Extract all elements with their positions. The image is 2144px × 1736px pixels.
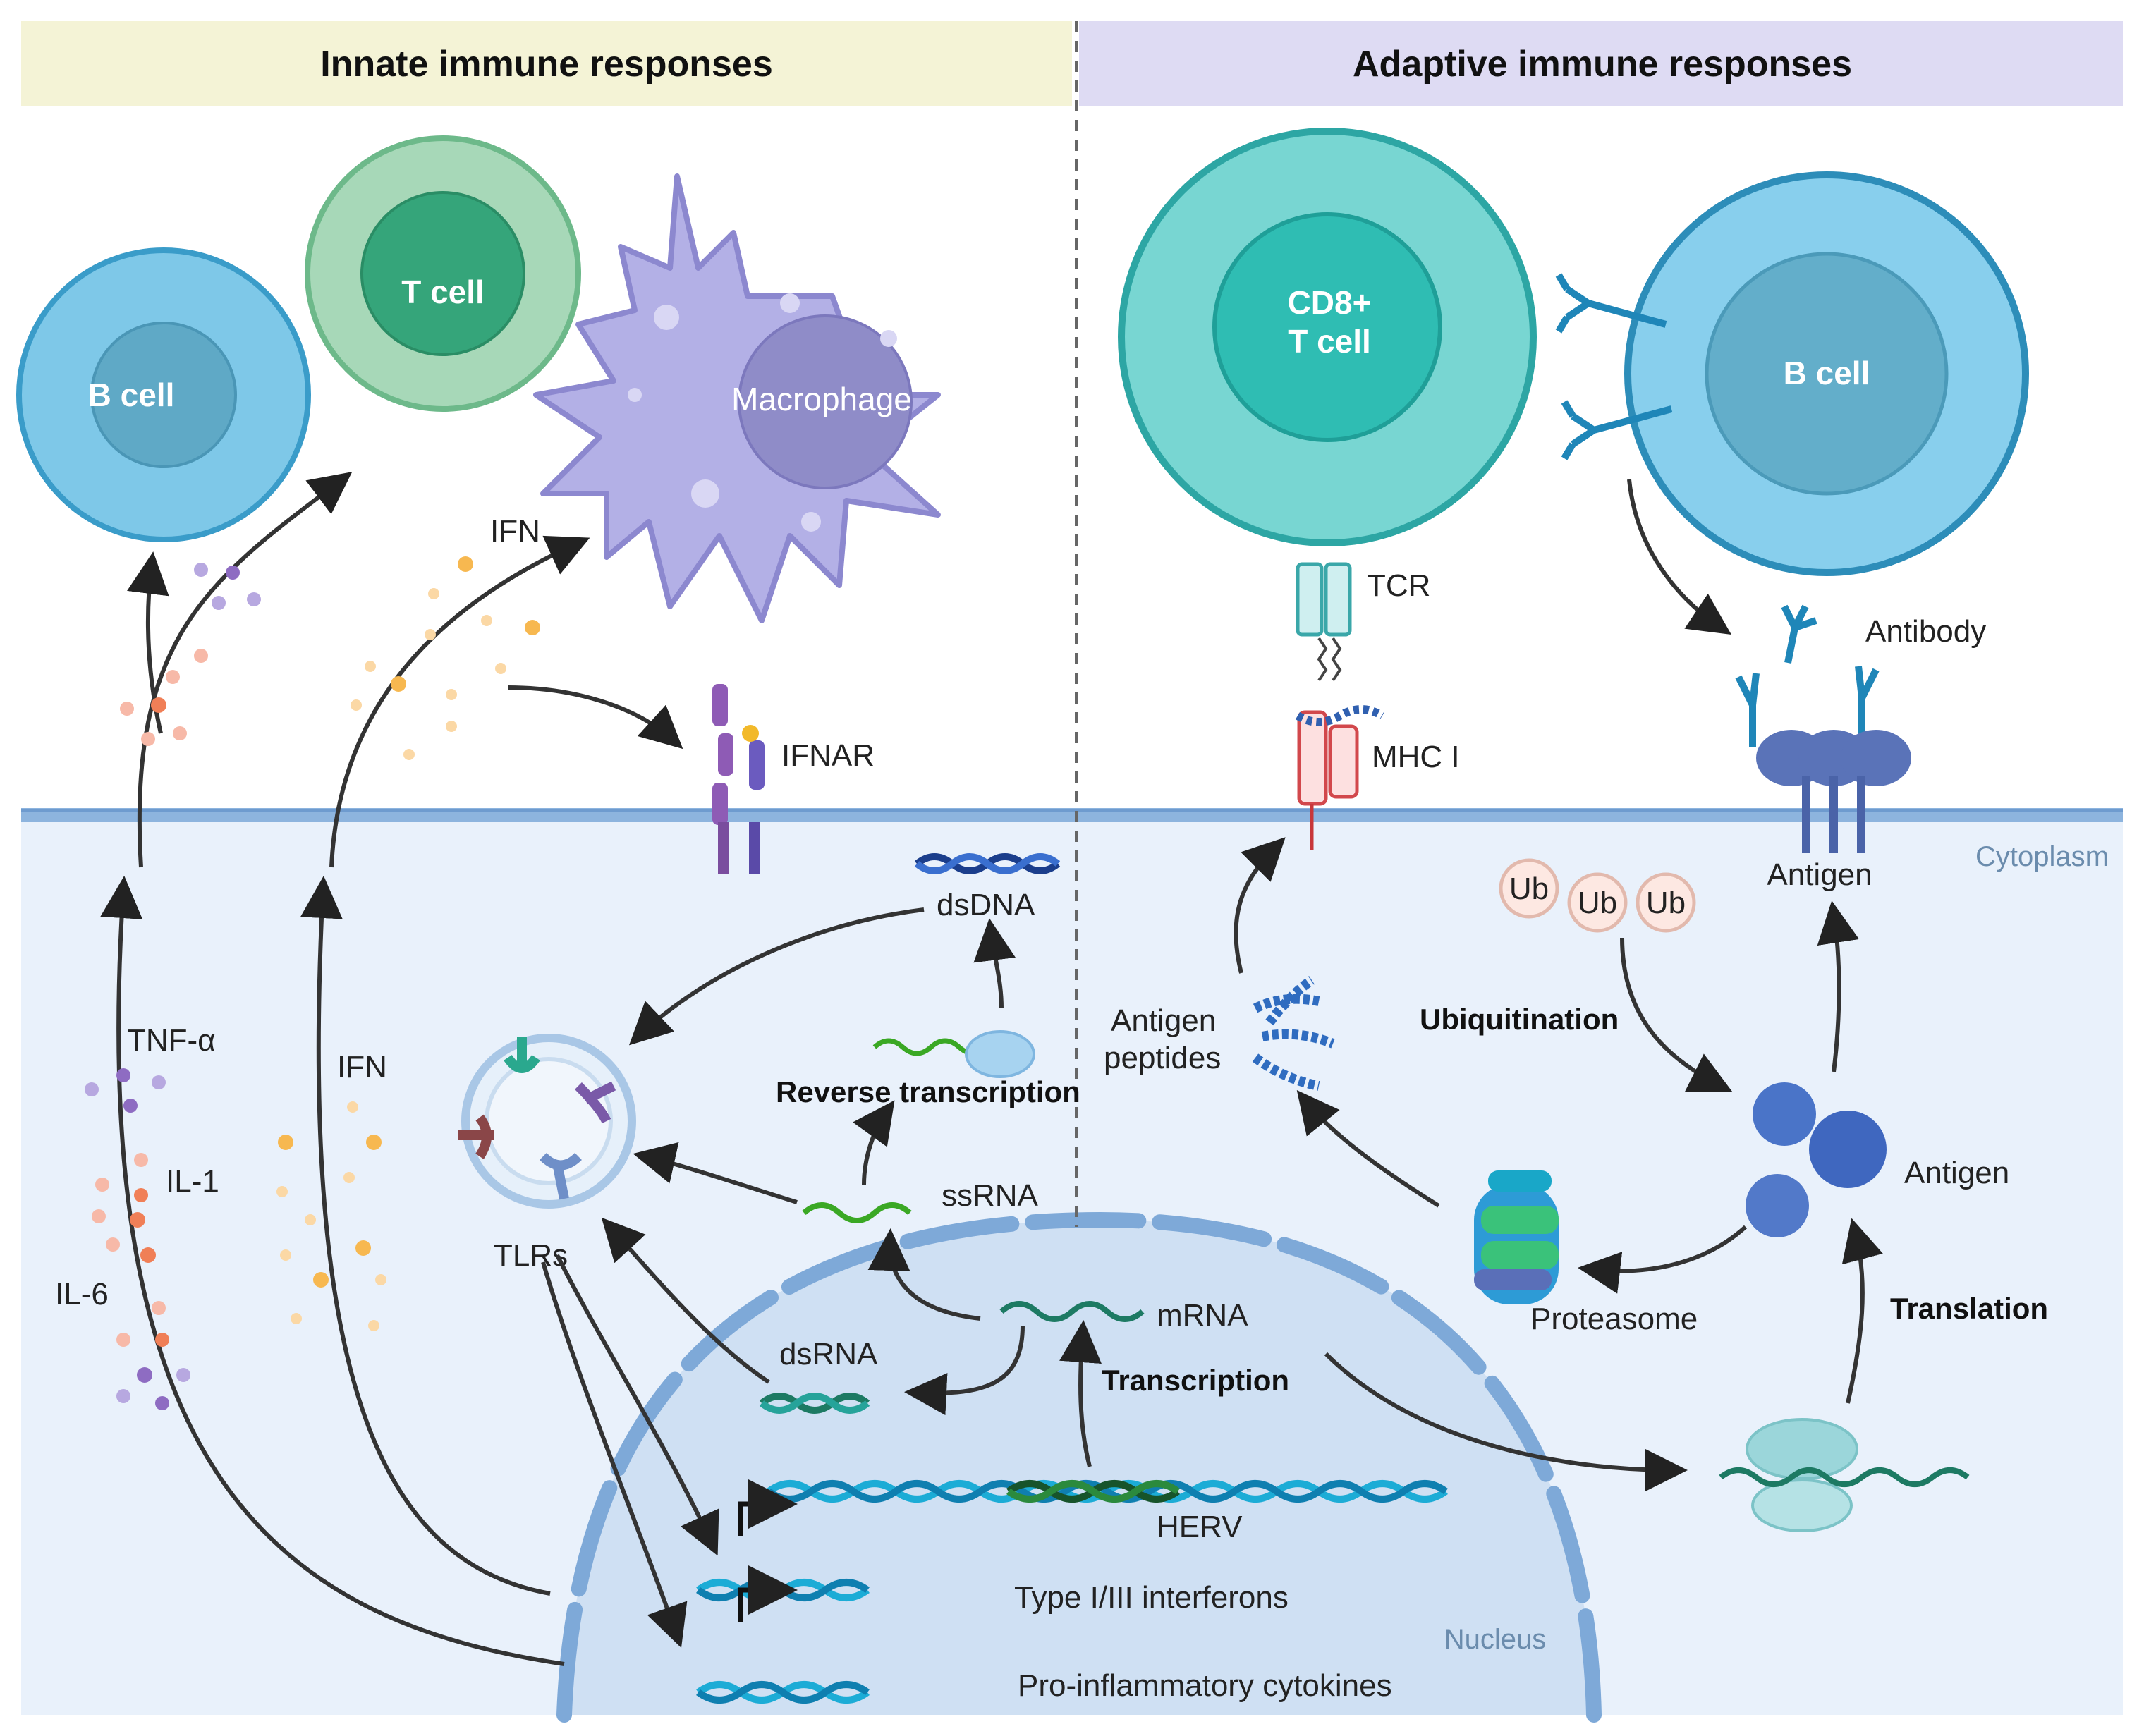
arrow-antigen-to-membrane [1817, 900, 1860, 1072]
arrow-to-tcell [137, 472, 353, 868]
b-cell-adaptive: B cell [1624, 171, 2029, 576]
tlr-endosome-icon [458, 1034, 636, 1209]
ifn-left-label: IFN [337, 1050, 387, 1084]
arrow-cytokines-left [100, 876, 565, 1666]
tlrs-label: TLRs [494, 1238, 568, 1273]
arrow-dsdna-to-tlr [628, 907, 925, 1046]
mhc-label: MHC I [1372, 740, 1460, 774]
t-cell-innate: T cell [305, 135, 581, 412]
proteasome-icon [1474, 1170, 1559, 1304]
reverse-transcription-label: Reverse transcription [776, 1075, 1080, 1108]
ifnar-receptor-icon [712, 684, 765, 874]
svg-text:T cell: T cell [401, 274, 485, 310]
ribosome-icon [1719, 1418, 1970, 1532]
antigen-peptides-label-2: peptides [1104, 1041, 1221, 1075]
antigen-cluster-icon [1746, 1082, 1887, 1237]
svg-text:Ub: Ub [1509, 872, 1549, 906]
tcr-receptor-icon [1296, 562, 1352, 682]
arrow-rt-to-dsdna [973, 918, 1016, 1009]
b-cell-innate: B cell [16, 247, 311, 542]
arrow-dsrna-to-tlr [601, 1217, 770, 1384]
ifn-top-label: IFN [490, 514, 540, 549]
ubiquitin-icon: Ub Ub Ub [1499, 858, 1696, 933]
type-ifn-label: Type I/III interferons [1014, 1580, 1289, 1615]
adaptive-header-title: Adaptive immune responses [1353, 44, 1852, 85]
cytokine-gene-icon [696, 1565, 870, 1704]
arrow-antigen-to-proteasome [1578, 1225, 1748, 1294]
herv-label: HERV [1157, 1510, 1243, 1544]
arrow-mrna-to-ssrna [867, 1228, 981, 1321]
arrow-mrna-to-dsrna [904, 1325, 1025, 1416]
dsrna-icon [759, 1393, 870, 1414]
cytokine-dots-cytoplasm [85, 1068, 386, 1410]
mrna-icon [999, 1301, 1145, 1322]
arrow-peptides-to-mhc [1234, 837, 1286, 974]
antibody-label: Antibody [1865, 614, 1986, 649]
arrow-bcell-to-antibody [1627, 479, 1731, 635]
svg-text:CD8+: CD8+ [1288, 284, 1372, 321]
svg-text:Ub: Ub [1646, 886, 1686, 920]
antigen-cyto-label: Antigen [1904, 1156, 2009, 1190]
ssrna-label: ssRNA [942, 1178, 1039, 1213]
pro-inflam-label: Pro-inflammatory cytokines [1018, 1668, 1392, 1703]
tnf-label: TNF-α [127, 1023, 216, 1058]
membrane-antigen-icon [1756, 730, 1911, 853]
macrophage: Macrophage [533, 173, 941, 623]
arrow-transcription [1059, 1320, 1102, 1467]
il1-label: IL-1 [166, 1164, 219, 1199]
membrane-antibody-icon [1555, 273, 1673, 460]
arrow-ssrna-to-tlr [633, 1142, 798, 1204]
svg-text:B cell: B cell [1784, 355, 1870, 391]
tcr-label: TCR [1367, 568, 1430, 603]
translation-label: Translation [1890, 1292, 2048, 1325]
ubiquitination-label: Ubiquitination [1420, 1003, 1619, 1036]
svg-text:Ub: Ub [1578, 886, 1617, 920]
arrow-to-macrophage [329, 535, 590, 868]
svg-text:T cell: T cell [1288, 323, 1371, 360]
transcription-label: Transcription [1102, 1364, 1289, 1397]
proteasome-label: Proteasome [1530, 1302, 1698, 1336]
antigen-peptides-label-1: Antigen [1111, 1003, 1216, 1038]
herv-dna-icon [767, 1480, 1448, 1503]
innate-header-title: Innate immune responses [320, 44, 773, 85]
adaptive-header-bar [1079, 21, 2123, 106]
reverse-transcriptase-icon [872, 1030, 1035, 1078]
ifnar-label: IFNAR [781, 738, 875, 773]
dsrna-label: dsRNA [779, 1337, 878, 1371]
arrow-to-ifnar [507, 685, 683, 750]
antigen-membrane-label: Antigen [1767, 857, 1872, 892]
arrow-nucleus-to-ribosome [1324, 1352, 1688, 1491]
innate-header-bar [21, 21, 1072, 106]
arrow-tlr-to-cytokine-gene [541, 1261, 688, 1648]
il6-label: IL-6 [55, 1277, 109, 1312]
cytokine-dots-top [120, 556, 540, 760]
dsdna-icon [914, 853, 1061, 874]
arrow-ub-to-antigen [1620, 937, 1733, 1092]
mrna-label: mRNA [1157, 1298, 1248, 1333]
antibody-icon [1735, 604, 1880, 747]
antigen-peptides-icon [1252, 976, 1335, 1091]
cd8-t-cell: CD8+ T cell [1118, 128, 1537, 546]
arrow-tlr-to-ifn-gene [555, 1254, 719, 1556]
dsdna-label: dsDNA [937, 888, 1035, 922]
arrow-ssrna-to-rt [853, 1100, 895, 1185]
arrow-ifn-left [300, 876, 551, 1596]
ssrna-icon [802, 1202, 912, 1223]
nucleus-label: Nucleus [1444, 1624, 1547, 1655]
svg-text:Macrophage: Macrophage [731, 381, 912, 417]
cytoplasm-label: Cytoplasm [1975, 841, 2109, 872]
arrow-proteasome-to-peptides [1296, 1089, 1440, 1208]
svg-text:B cell: B cell [88, 377, 175, 413]
mhc-receptor-icon [1295, 705, 1385, 850]
arrow-translation [1841, 1218, 1883, 1404]
